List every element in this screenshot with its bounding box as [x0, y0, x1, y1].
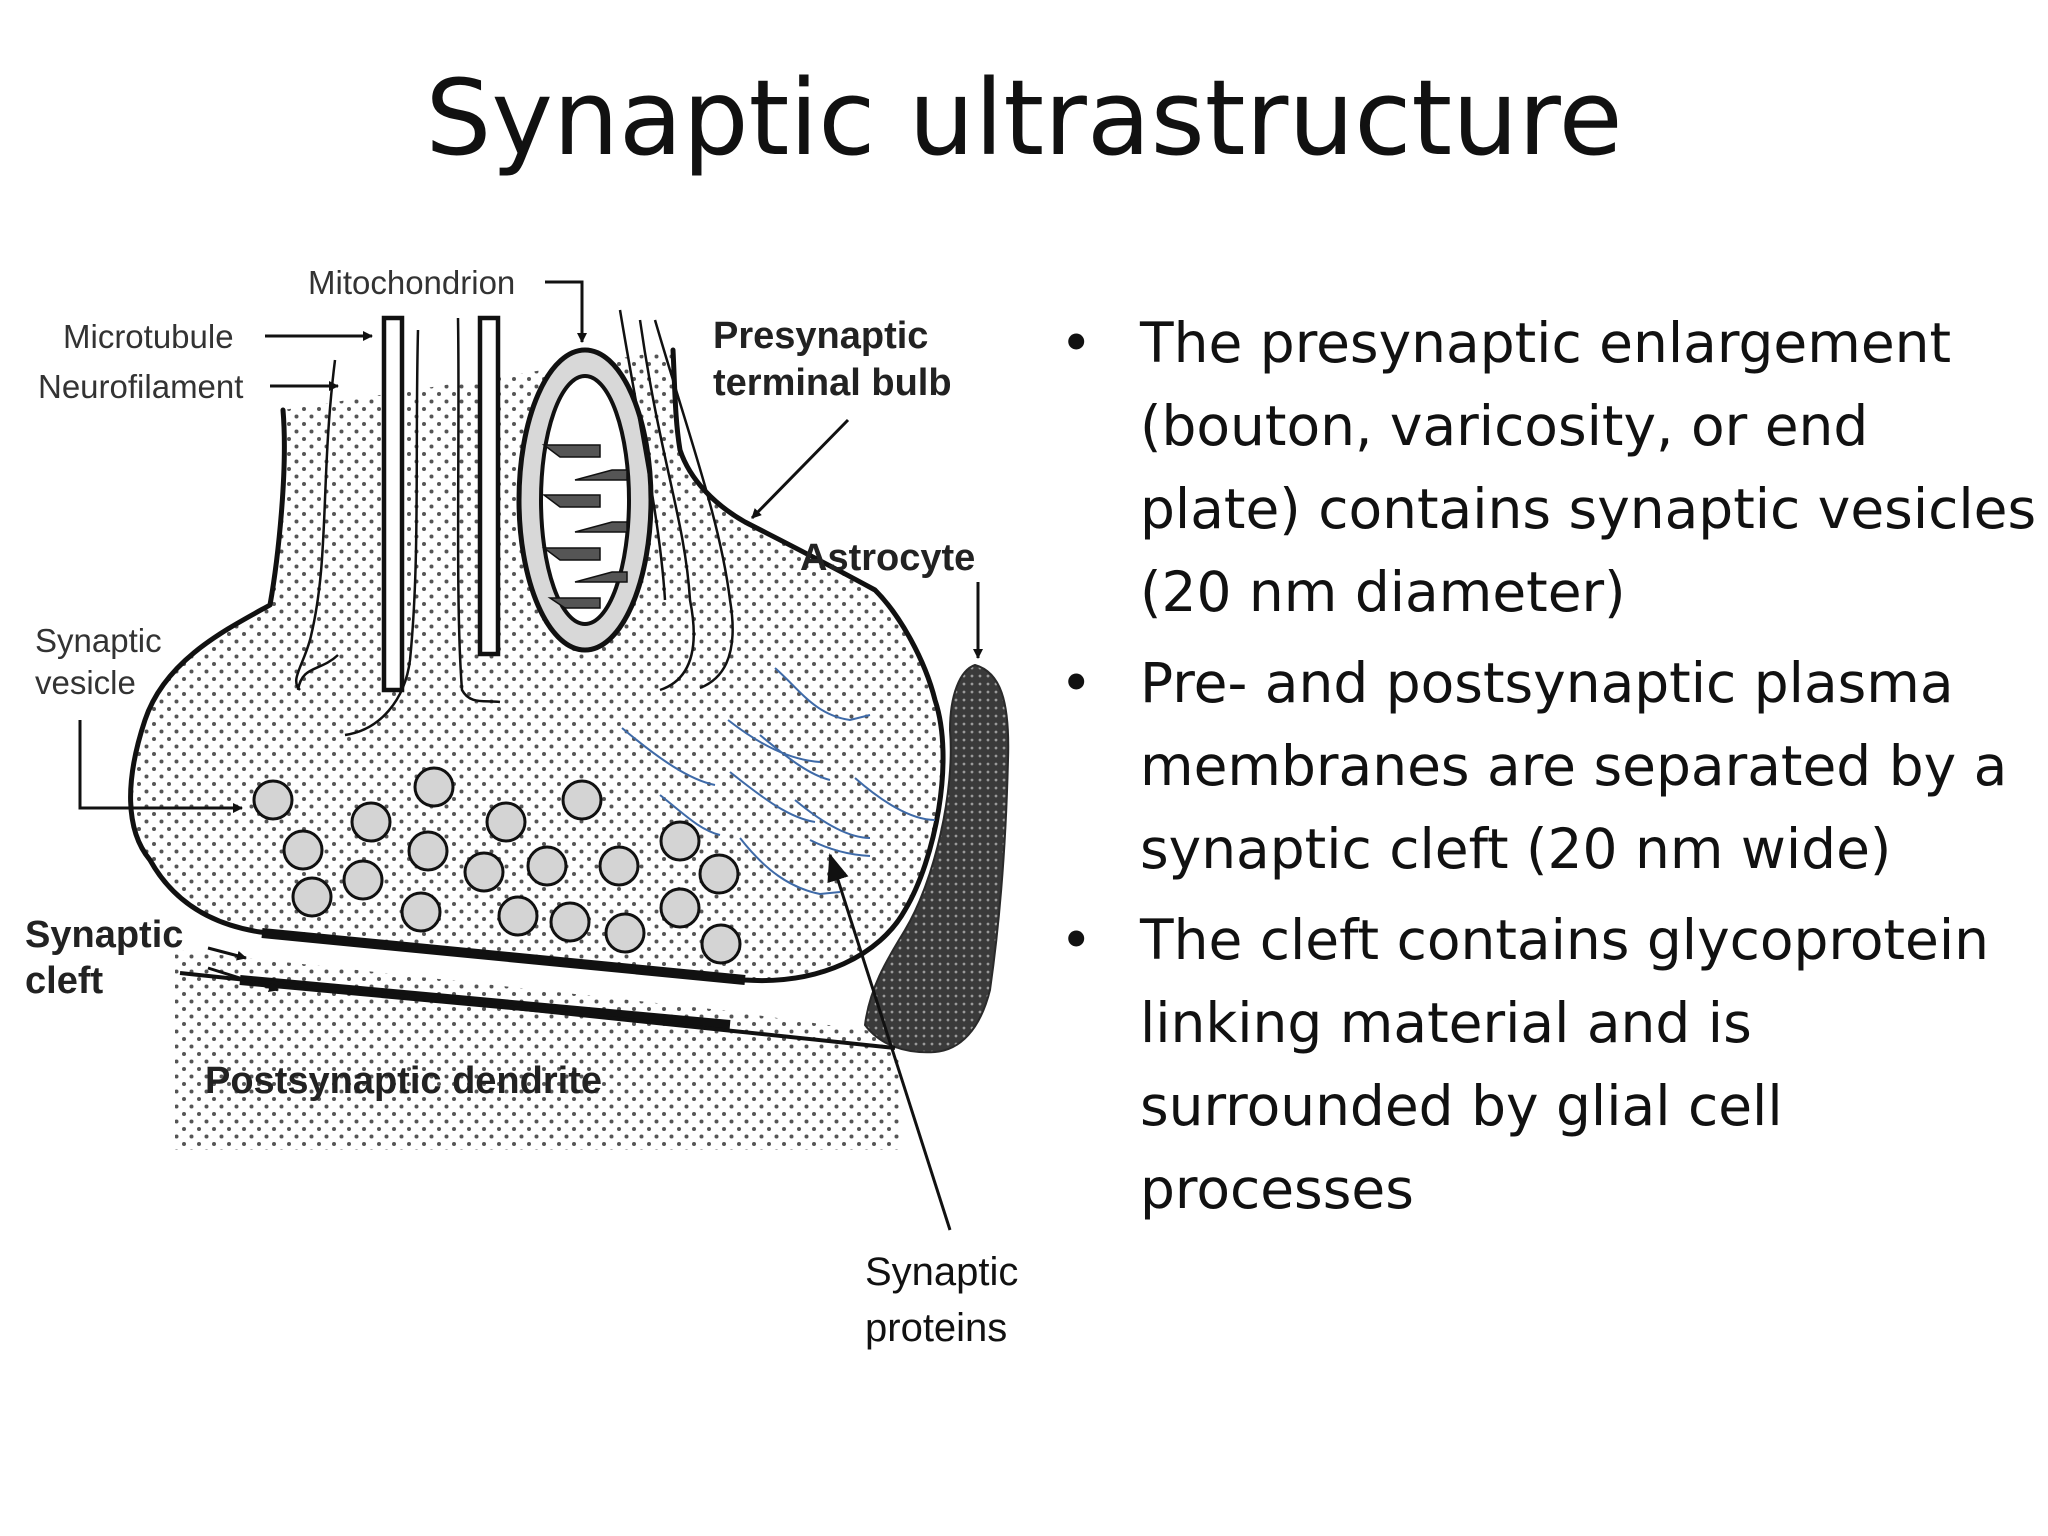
slide-title: Synaptic ultrastructure [425, 57, 1623, 179]
bullet-line: membranes are separated by a [1140, 734, 2008, 798]
synaptic-cleft-membranes [179, 928, 896, 1050]
label-presynaptic-2: terminal bulb [713, 362, 952, 404]
bullet-list: • The presynaptic enlargement (bouton, v… [1060, 302, 2040, 1239]
bullet-marker: • [1060, 651, 1093, 715]
bullet-line: The presynaptic enlargement [1140, 311, 1952, 375]
bullet-item: • The presynaptic enlargement (bouton, v… [1060, 302, 2040, 634]
neurofilaments [294, 309, 734, 737]
microtubules [381, 315, 501, 693]
mitochondrion [516, 347, 654, 653]
label-synaptic-cleft-1: Synaptic [25, 914, 183, 956]
bullet-line: processes [1140, 1157, 1414, 1221]
bullet-item: • The cleft contains glycoprotein linkin… [1060, 899, 2040, 1231]
bullet-item: • Pre- and postsynaptic plasma membranes… [1060, 642, 2040, 891]
bullet-line: The cleft contains glycoprotein [1140, 908, 1990, 972]
presynaptic-terminal-bulb [128, 347, 946, 984]
bullet-marker: • [1060, 908, 1093, 972]
label-synaptic-vesicle-2: vesicle [35, 664, 136, 701]
bullet-marker: • [1060, 311, 1093, 375]
bullet-line: surrounded by glial cell [1140, 1074, 1783, 1138]
label-microtubule: Microtubule [63, 318, 234, 355]
bullet-line: Pre- and postsynaptic plasma [1140, 651, 1954, 715]
astrocyte-process [863, 663, 1010, 1054]
bullet-line: (bouton, varicosity, or end [1140, 394, 1869, 458]
label-postsynaptic-dendrite: Postsynaptic dendrite [205, 1060, 602, 1102]
label-synaptic-proteins-2: proteins [865, 1306, 1007, 1350]
synapse-diagram: Mitochondrion Microtubule Neurofilament … [25, 264, 1018, 1350]
postsynaptic-dendrite-region [175, 950, 900, 1150]
bullet-line: plate) contains synaptic vesicles [1140, 477, 2037, 541]
label-mitochondrion: Mitochondrion [308, 264, 515, 301]
label-synaptic-proteins-1: Synaptic [865, 1250, 1018, 1294]
label-neurofilament: Neurofilament [38, 368, 243, 405]
leader-arrows [78, 280, 983, 1231]
bullet-line: (20 nm diameter) [1140, 560, 1626, 624]
label-presynaptic-1: Presynaptic [713, 315, 928, 357]
label-synaptic-vesicle-1: Synaptic [35, 622, 162, 659]
label-astrocyte: Astrocyte [800, 537, 975, 579]
synaptic-proteins [621, 667, 936, 896]
bullet-line: linking material and is [1140, 991, 1752, 1055]
synaptic-vesicles [252, 766, 742, 965]
bullet-line: synaptic cleft (20 nm wide) [1140, 817, 1892, 881]
label-synaptic-cleft-2: cleft [25, 960, 103, 1002]
